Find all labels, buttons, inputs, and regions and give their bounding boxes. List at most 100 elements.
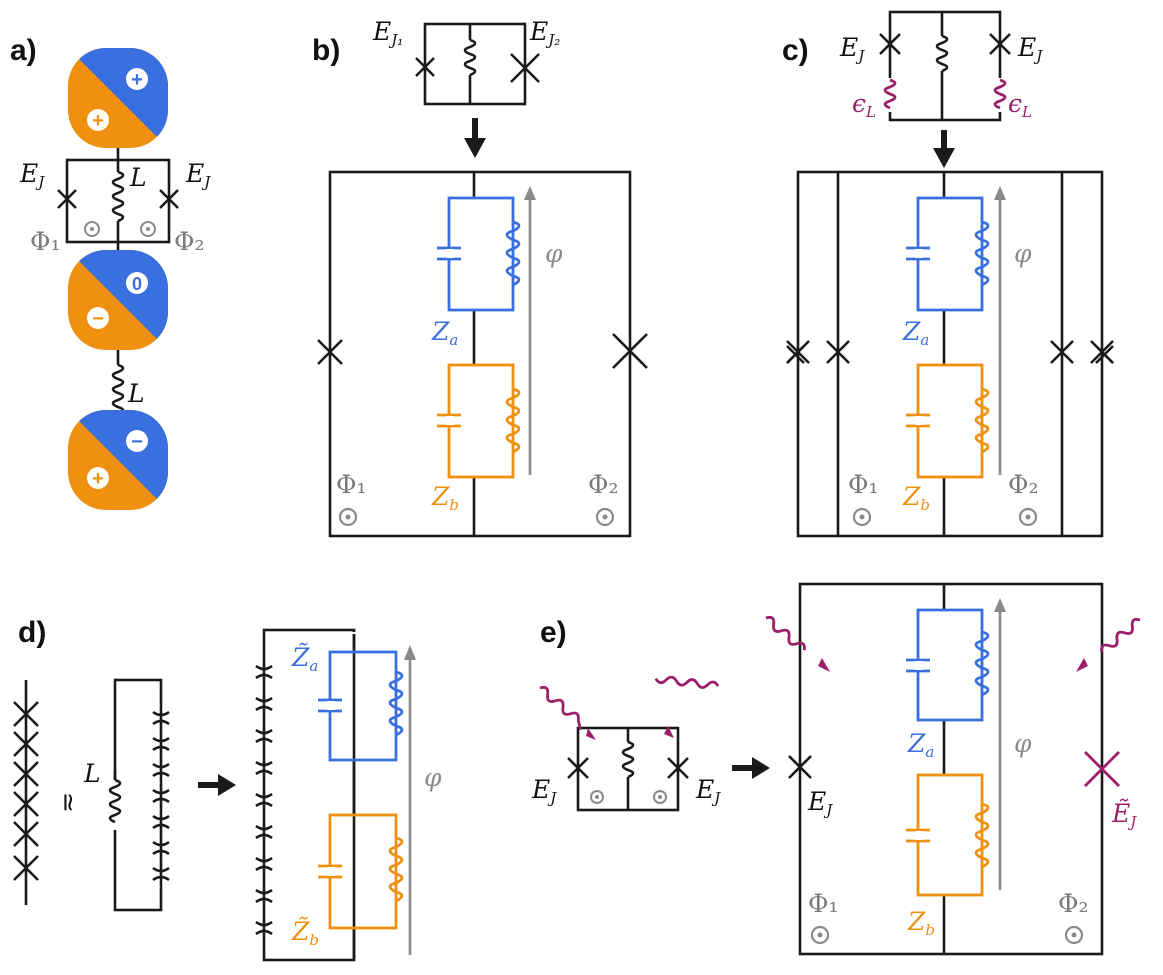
panel-label-a: a) [10, 34, 37, 67]
label-EJ: EJ [19, 159, 45, 191]
label-L: L [129, 163, 147, 192]
resonator-a [906, 608, 990, 722]
junction-tilde-icon [1084, 751, 1120, 787]
qubit-island-top [68, 48, 168, 148]
panel-label-c: c) [782, 34, 809, 67]
small-junction-icon [255, 728, 273, 744]
small-junction-chain [255, 664, 273, 936]
flux-icon [338, 507, 358, 527]
resonator-a [437, 196, 521, 312]
small-junction-icon [152, 840, 170, 856]
junction-icon [510, 53, 540, 83]
charge-mark-bot-blue: − [131, 431, 143, 453]
arrow-down-icon [464, 138, 486, 158]
flux-icon [590, 790, 604, 804]
label-EJ: EJ [531, 775, 557, 807]
resonator-b-tilde [318, 813, 404, 930]
label-EJ: EJ [807, 787, 833, 819]
charge-mark-bot-orange: + [92, 468, 104, 490]
inductor-a-bottom [111, 363, 125, 416]
small-junction-icon [255, 888, 273, 904]
label-phi: φ [424, 763, 442, 792]
junction-icon [1050, 340, 1074, 364]
panel-d: ≃ L Z̃a Z̃b φ [13, 628, 442, 962]
label-Phi2: Φ₂ [1058, 889, 1089, 918]
panel-a: + + EJ EJ L Φ₁ Φ₂ 0 − [19, 48, 211, 510]
label-Phi2: Φ₂ [174, 227, 205, 256]
label-Za: Za [907, 729, 934, 761]
charge-mark-top-blue: + [131, 69, 143, 91]
small-junction-icon [152, 788, 170, 804]
label-phi: φ [545, 239, 563, 268]
charge-mark-mid-orange: − [92, 308, 104, 330]
junction-icon [788, 755, 812, 779]
flux-icon [852, 507, 872, 527]
photon-icon [539, 685, 582, 731]
approx-symbol: ≃ [54, 792, 83, 813]
qubit-island-middle [68, 250, 168, 350]
panel-b: EJ₁ EJ₂ Za Zb φ [317, 17, 648, 538]
small-junction-icon [255, 792, 273, 808]
label-Zb-tilde: Z̃b [291, 917, 319, 949]
outer-loop-d [262, 628, 356, 962]
small-junction-icon [255, 696, 273, 712]
junction-icon [667, 757, 689, 779]
label-EJ2: EJ₂ [529, 17, 560, 49]
flux-icon [1064, 925, 1084, 945]
outer-loop-c [796, 170, 1104, 538]
label-EJ: EJ [695, 775, 721, 807]
flux-icon [653, 790, 667, 804]
label-Phi1: Φ₁ [336, 470, 367, 499]
charge-mark-top-orange: + [92, 110, 104, 132]
label-EJ1: EJ₁ [372, 17, 403, 49]
label-epsL: ϵL [1008, 89, 1032, 121]
small-junction-chain [152, 710, 170, 882]
charge-mark-mid-blue: 0 [132, 274, 142, 294]
resonator-b [437, 363, 521, 479]
small-junction-icon [255, 920, 273, 936]
label-Phi1: Φ₁ [808, 889, 839, 918]
outer-loop-b [328, 170, 632, 538]
label-EJ: EJ [1017, 33, 1043, 65]
label-Phi2: Φ₂ [588, 470, 619, 499]
photon-icon [654, 675, 720, 689]
junction-icon [415, 57, 435, 77]
resonator-a [906, 196, 990, 312]
small-junction-icon [255, 856, 273, 872]
junction-a-right [159, 189, 179, 209]
small-junction-icon [255, 824, 273, 840]
small-junction-icon [152, 866, 170, 882]
panel-label-b: b) [312, 34, 340, 67]
squid-small-b [423, 22, 527, 106]
panel-c: EJ EJ ϵL ϵL Za Zb φ [786, 10, 1114, 538]
small-junction-icon [255, 664, 273, 680]
squid-small-c [888, 10, 1002, 122]
junction-icon [879, 33, 901, 55]
outer-loop-e [798, 582, 1104, 956]
inductor-icon [108, 778, 122, 824]
junction-icon [989, 33, 1011, 55]
label-EJ: EJ [185, 159, 211, 191]
double-junction-icon [786, 340, 810, 364]
flux-icon [1018, 507, 1038, 527]
small-junction-icon [152, 710, 170, 726]
panel-label-e: e) [540, 616, 567, 649]
label-L: L [83, 759, 101, 788]
small-junction-icon [152, 814, 170, 830]
resonator-b [906, 363, 990, 479]
label-Za: Za [902, 317, 929, 349]
junction-a-left [57, 189, 77, 209]
flux-icon [140, 221, 156, 237]
label-Za: Za [431, 317, 458, 349]
charge-mark-circle [126, 68, 148, 90]
flux-icon [84, 221, 100, 237]
junction-icon [317, 339, 343, 365]
inductor-a-top [111, 170, 125, 223]
photon-icon [1100, 617, 1141, 653]
label-EJ-tilde: ẼJ [1111, 799, 1137, 831]
flux-icon [810, 925, 830, 945]
label-Phi2: Φ₂ [1008, 470, 1039, 499]
small-junction-icon [152, 762, 170, 778]
small-junction-icon [152, 736, 170, 752]
